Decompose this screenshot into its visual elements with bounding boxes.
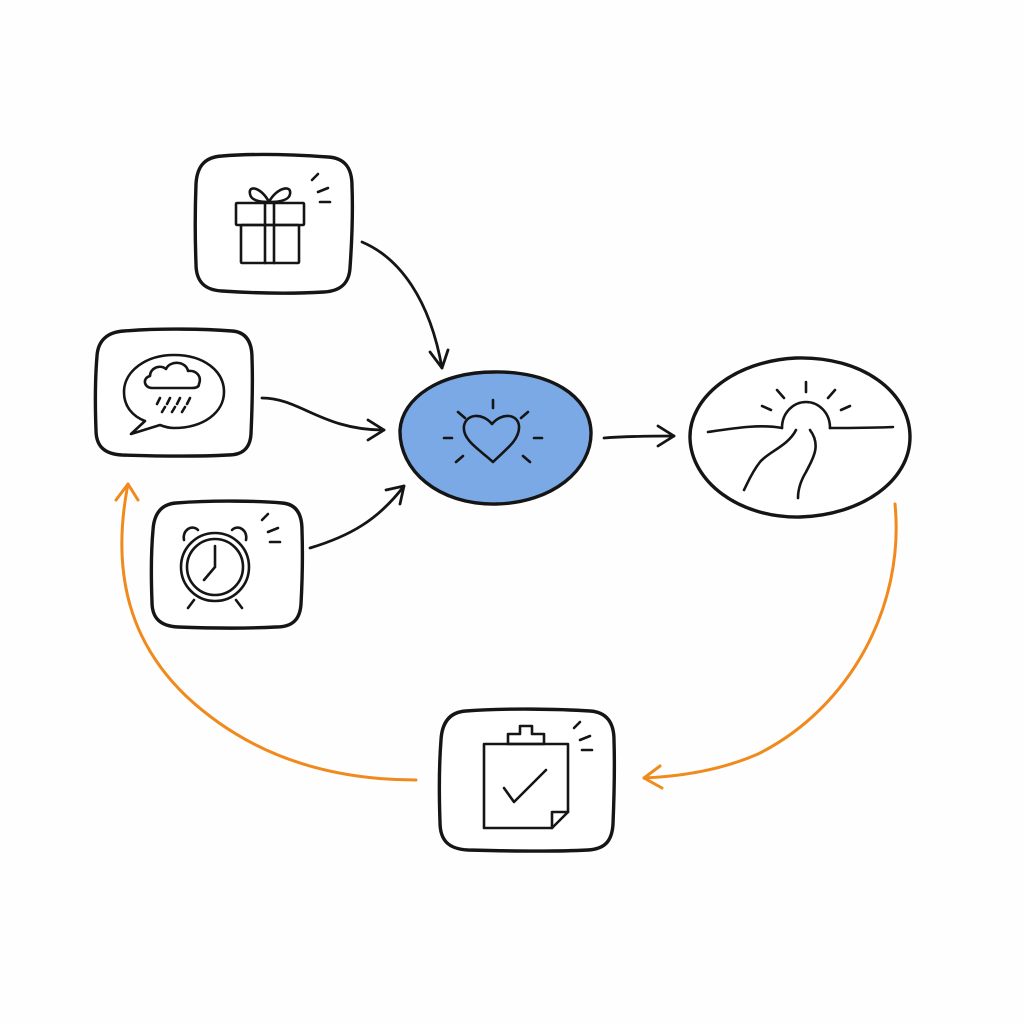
- edge-heart-to-sunrise: [602, 424, 676, 448]
- node-gift: [193, 152, 355, 295]
- edge-checklist-to-rain-thought: [114, 482, 418, 782]
- edge-rain-to-heart: [260, 396, 386, 442]
- clipboard-check-icon: [482, 720, 594, 830]
- node-rain-thought: [93, 327, 255, 458]
- edge-sunrise-to-checklist: [642, 502, 898, 790]
- alarm-clock-icon: [179, 512, 282, 610]
- node-checklist: [437, 707, 617, 853]
- node-rain-thought-frame: [93, 327, 255, 458]
- node-heart: [398, 370, 593, 506]
- node-alarm: [149, 499, 305, 630]
- node-checklist-frame: [437, 707, 617, 853]
- node-heart-frame: [398, 370, 593, 506]
- edge-alarm-to-heart: [308, 484, 406, 550]
- edge-gift-to-heart: [360, 240, 450, 370]
- node-sunrise: [688, 356, 912, 519]
- node-alarm-frame: [149, 499, 305, 630]
- node-sunrise-frame: [688, 356, 912, 519]
- glowing-heart-icon: [442, 398, 544, 464]
- gift-icon: [234, 172, 332, 265]
- rain-cloud-speech-bubble-icon: [122, 353, 226, 436]
- sunrise-landscape-icon: [706, 380, 895, 500]
